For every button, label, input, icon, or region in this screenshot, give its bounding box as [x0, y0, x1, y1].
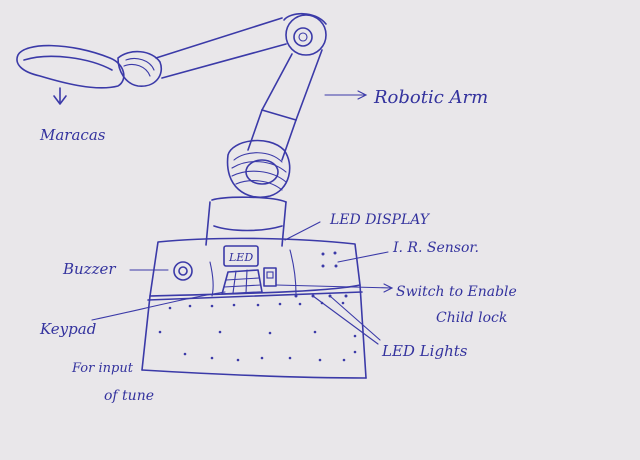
label-maracas: Maracas: [39, 126, 106, 144]
label-buzzer: Buzzer: [62, 260, 116, 278]
robotic-arm-drawing: [117, 12, 327, 247]
label-switch-line2: Child lock: [436, 310, 507, 326]
label-led-display: LED DISPLAY: [329, 212, 431, 228]
label-keypad: Keypad: [39, 320, 96, 338]
label-keypad-note2: of tune: [104, 388, 154, 404]
leader-lines: [91, 90, 394, 345]
label-switch-line1: Switch to Enable: [396, 284, 517, 300]
label-led-lights: LED Lights: [381, 342, 468, 360]
base-box-drawing: [141, 237, 367, 379]
maracas-drawing: [16, 44, 125, 105]
label-keypad-note1: For input: [71, 361, 134, 376]
label-ir-sensor: I. R. Sensor.: [392, 240, 479, 256]
label-robotic-arm: Robotic Arm: [373, 87, 488, 108]
led-screen-text: LED: [228, 251, 253, 264]
